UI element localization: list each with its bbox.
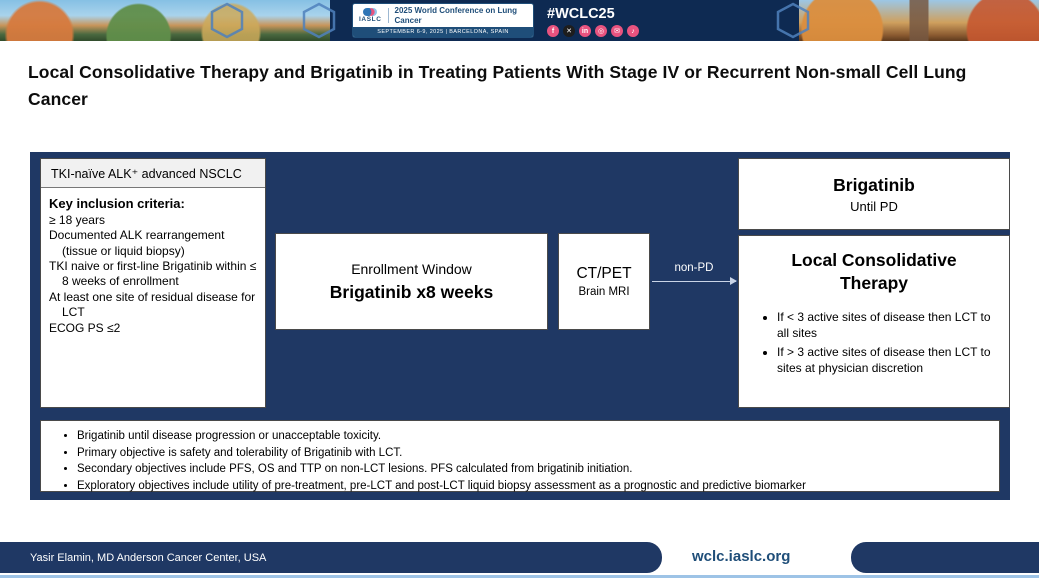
- objectives-box: Brigatinib until disease progression or …: [40, 420, 1000, 492]
- list-item: Exploratory objectives include utility o…: [77, 478, 989, 495]
- list-item: Brigatinib until disease progression or …: [77, 428, 989, 445]
- ct-pet-label: CT/PET: [576, 265, 632, 282]
- population-header: TKI-naïve ALK⁺ advanced NSCLC: [41, 159, 265, 188]
- non-pd-arrow: non-PD: [652, 262, 737, 285]
- banner-photo-left: [0, 0, 330, 41]
- hexagon-icon: [776, 2, 810, 39]
- conference-banner: IASLC 2025 World Conference on Lung Canc…: [0, 0, 1039, 41]
- list-item: If > 3 active sites of disease then LCT …: [777, 344, 997, 376]
- criterion: TKI naive or first-line Brigatinib withi…: [49, 259, 257, 289]
- footer-accent-line: [0, 575, 1039, 578]
- footer-right-bar: [851, 542, 1039, 573]
- x-icon[interactable]: ✕: [563, 25, 575, 37]
- lct-box: Local Consolidative Therapy If < 3 activ…: [738, 235, 1010, 408]
- lct-bullet-list: If < 3 active sites of disease then LCT …: [751, 309, 997, 377]
- instagram-icon[interactable]: ◎: [595, 25, 607, 37]
- population-box: TKI-naïve ALK⁺ advanced NSCLC Key inclus…: [40, 158, 266, 408]
- non-pd-label: non-PD: [674, 262, 714, 274]
- conference-hashtag: #WCLC25: [547, 6, 615, 22]
- conference-dates: SEPTEMBER 6-9, 2025 | BARCELONA, SPAIN: [353, 27, 533, 37]
- conference-logo-badge: IASLC 2025 World Conference on Lung Canc…: [352, 3, 534, 38]
- hexagon-icon: [210, 2, 244, 39]
- list-item: Primary objective is safety and tolerabi…: [77, 445, 989, 462]
- tiktok-icon[interactable]: ♪: [627, 25, 639, 37]
- banner-photo-right: [799, 0, 1039, 41]
- objectives-list: Brigatinib until disease progression or …: [51, 428, 989, 495]
- email-icon[interactable]: ✉: [611, 25, 623, 37]
- iaslc-globe-icon: [363, 8, 378, 16]
- inclusion-criteria: Key inclusion criteria: ≥ 18 years Docum…: [41, 188, 265, 342]
- enrollment-window-box: Enrollment Window Brigatinib x8 weeks: [275, 233, 548, 330]
- conference-title: 2025 World Conference on Lung Cancer: [394, 6, 518, 25]
- enrollment-window-label: Enrollment Window: [351, 260, 472, 277]
- author-credit: Yasir Elamin, MD Anderson Cancer Center,…: [30, 551, 267, 564]
- criterion: ECOG PS ≤2: [49, 320, 121, 335]
- criterion: At least one site of residual disease fo…: [49, 289, 256, 320]
- criteria-heading: Key inclusion criteria:: [49, 196, 185, 211]
- arrow-right-icon: [652, 277, 737, 285]
- brigatinib-duration-label: Brigatinib x8 weeks: [329, 281, 494, 302]
- criterion: Documented ALK rearrangement (tissue or …: [49, 228, 225, 258]
- list-item: Secondary objectives include PFS, OS and…: [77, 461, 989, 478]
- iaslc-logo: IASLC: [359, 8, 389, 23]
- hexagon-icon: [302, 2, 336, 39]
- page-title: Local Consolidative Therapy and Brigatin…: [28, 62, 967, 110]
- linkedin-icon[interactable]: in: [579, 25, 591, 37]
- lct-title: Local Consolidative Therapy: [791, 250, 957, 293]
- author-bar: Yasir Elamin, MD Anderson Cancer Center,…: [0, 542, 662, 573]
- brigatinib-box: Brigatinib Until PD: [738, 158, 1010, 230]
- badge-top: IASLC 2025 World Conference on Lung Canc…: [353, 4, 533, 27]
- brigatinib-label: Brigatinib: [833, 174, 915, 195]
- facebook-icon[interactable]: f: [547, 25, 559, 37]
- brain-mri-label: Brain MRI: [578, 286, 630, 298]
- iaslc-label: IASLC: [359, 16, 382, 23]
- conference-website-link[interactable]: wclc.iaslc.org: [692, 548, 791, 565]
- criterion: ≥ 18 years: [49, 213, 105, 227]
- imaging-box: CT/PET Brain MRI: [558, 233, 650, 330]
- trial-schema-diagram: TKI-naïve ALK⁺ advanced NSCLC Key inclus…: [30, 152, 1010, 500]
- until-pd-label: Until PD: [850, 198, 898, 214]
- social-icons: f ✕ in ◎ ✉ ♪: [547, 25, 639, 37]
- list-item: If < 3 active sites of disease then LCT …: [777, 309, 997, 341]
